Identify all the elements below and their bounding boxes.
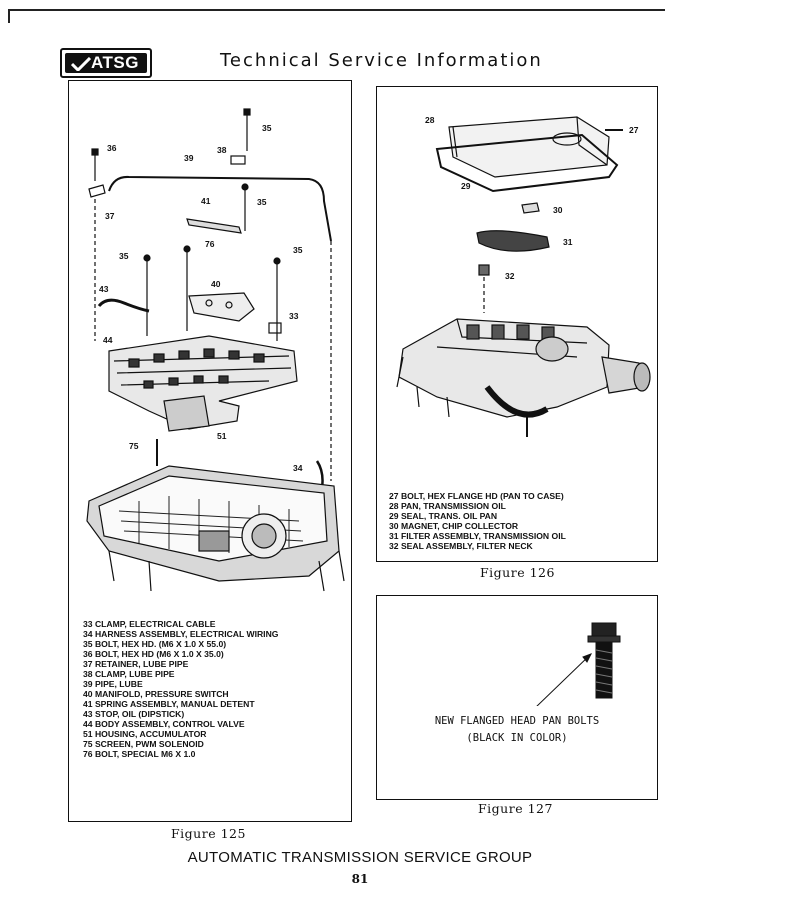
note-line-1: NEW FLANGED HEAD PAN BOLTS <box>434 715 600 727</box>
callout-38: 38 <box>217 145 227 155</box>
callout-34: 34 <box>293 463 303 473</box>
figure-127-frame: NEW FLANGED HEAD PAN BOLTS (BLACK IN COL… <box>376 595 658 800</box>
callout-33: 33 <box>289 311 299 321</box>
atsg-logo: ATSG <box>60 48 152 78</box>
page-number: 81 <box>351 872 369 886</box>
callout-40: 40 <box>211 279 221 289</box>
legend-item: 29 SEAL, TRANS. OIL PAN <box>389 511 498 521</box>
figure-127-bolt-diagram <box>534 622 621 709</box>
legend-item: 32 SEAL ASSEMBLY, FILTER NECK <box>389 541 533 551</box>
page-title: Technical Service Information <box>220 50 543 71</box>
legend-item: 33 CLAMP, ELECTRICAL CABLE <box>83 619 216 629</box>
legend-item: 44 BODY ASSEMBLY, CONTROL VALVE <box>83 719 245 729</box>
callout-27: 27 <box>629 125 639 135</box>
callout-75: 75 <box>129 441 139 451</box>
figure-126-frame: 28 27 29 30 31 32 27 BOLT, HEX FLANGE HD… <box>376 86 658 562</box>
callout-31: 31 <box>563 237 573 247</box>
legend-item: 37 RETAINER, LUBE PIPE <box>83 659 189 669</box>
legend-item: 34 HARNESS ASSEMBLY, ELECTRICAL WIRING <box>83 629 279 639</box>
callout-51: 51 <box>217 431 227 441</box>
legend-item: 76 BOLT, SPECIAL M6 X 1.0 <box>83 749 196 759</box>
top-rule <box>8 9 665 11</box>
legend-item: 75 SCREEN, PWM SOLENOID <box>83 739 204 749</box>
figure-126-legend: 27 BOLT, HEX FLANGE HD (PAN TO CASE) 28 … <box>389 491 566 551</box>
legend-item: 43 STOP, OIL (DIPSTICK) <box>83 709 185 719</box>
legend-item: 40 MANIFOLD, PRESSURE SWITCH <box>83 689 229 699</box>
callout-37: 37 <box>105 211 115 221</box>
callout-44: 44 <box>103 335 113 345</box>
callout-35c: 35 <box>119 251 129 261</box>
figure-126-exploded-diagram: 28 27 29 30 31 32 <box>396 115 651 437</box>
callout-32: 32 <box>505 271 515 281</box>
corner-tick <box>8 9 10 23</box>
legend-item: 39 PIPE, LUBE <box>83 679 143 689</box>
callout-43: 43 <box>99 284 109 294</box>
callout-30: 30 <box>553 205 563 215</box>
callout-41: 41 <box>201 196 211 206</box>
legend-item: 41 SPRING ASSEMBLY, MANUAL DETENT <box>83 699 255 709</box>
callout-76: 76 <box>205 239 215 249</box>
legend-item: 35 BOLT, HEX HD. (M6 X 1.0 X 55.0) <box>83 639 227 649</box>
figure-127-caption: Figure 127 <box>478 801 553 816</box>
figure-125-legend: 33 CLAMP, ELECTRICAL CABLE 34 HARNESS AS… <box>83 619 278 759</box>
legend-item: 28 PAN, TRANSMISSION OIL <box>389 501 506 511</box>
footer-org: AUTOMATIC TRANSMISSION SERVICE GROUP <box>187 849 533 866</box>
callout-35: 35 <box>262 123 272 133</box>
callout-39: 39 <box>184 153 194 163</box>
callout-36: 36 <box>107 143 117 153</box>
callout-28: 28 <box>425 115 435 125</box>
legend-item: 51 HOUSING, ACCUMULATOR <box>83 729 207 739</box>
callout-35b: 35 <box>257 197 267 207</box>
legend-item: 36 BOLT, HEX HD (M6 X 1.0 X 35.0) <box>83 649 224 659</box>
callout-29: 29 <box>461 181 471 191</box>
legend-item: 38 CLAMP, LUBE PIPE <box>83 669 175 679</box>
figure-125-exploded-diagram: 36 35 38 39 37 41 35 76 35 35 40 43 33 4… <box>86 108 345 592</box>
figure-125-frame: 36 35 38 39 37 41 35 76 35 35 40 43 33 4… <box>68 80 352 822</box>
checkmark-icon <box>71 57 91 71</box>
logo-text: ATSG <box>91 53 139 72</box>
figure-126-caption: Figure 126 <box>480 565 555 580</box>
legend-item: 31 FILTER ASSEMBLY, TRANSMISSION OIL <box>389 531 566 541</box>
legend-item: 27 BOLT, HEX FLANGE HD (PAN TO CASE) <box>389 491 564 501</box>
figure-125-caption: Figure 125 <box>171 826 246 841</box>
legend-item: 30 MAGNET, CHIP COLLECTOR <box>389 521 519 531</box>
figure-127-note: NEW FLANGED HEAD PAN BOLTS (BLACK IN COL… <box>377 713 657 747</box>
callout-35d: 35 <box>293 245 303 255</box>
note-line-2: (BLACK IN COLOR) <box>466 732 568 744</box>
